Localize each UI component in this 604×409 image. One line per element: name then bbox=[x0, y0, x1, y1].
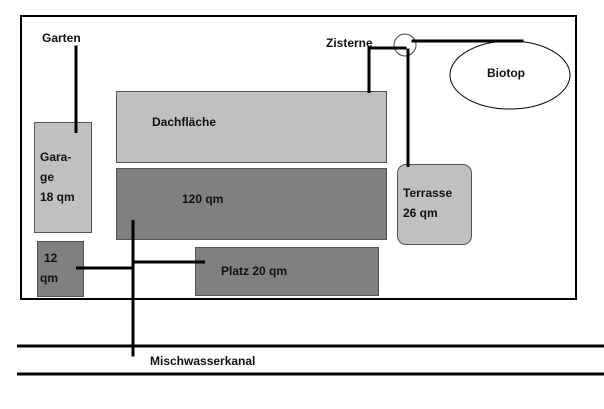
label-yard: Platz 20 qm bbox=[221, 264, 288, 278]
small-paved-area bbox=[37, 241, 84, 297]
cistern-tank bbox=[393, 33, 417, 57]
terrace-area bbox=[397, 164, 472, 245]
label-small-2: qm bbox=[40, 271, 58, 285]
garage-area bbox=[34, 122, 92, 233]
label-garage-area: 18 qm bbox=[40, 190, 75, 204]
label-terrace: Terrasse bbox=[403, 186, 453, 200]
roof-area-lower bbox=[116, 168, 387, 240]
label-biotope: Biotop bbox=[487, 66, 525, 80]
label-roof: Dachfläche bbox=[152, 115, 217, 129]
property-boundary bbox=[20, 15, 577, 300]
label-garage-1: Gara- bbox=[40, 150, 72, 164]
label-cistern: Zisterne bbox=[326, 36, 373, 50]
label-garden: Garten bbox=[42, 31, 81, 45]
label-sewer: Mischwasserkanal bbox=[150, 354, 256, 368]
label-garage-2: ge bbox=[40, 170, 55, 184]
yard-area bbox=[195, 247, 379, 296]
roof-area bbox=[116, 91, 387, 163]
label-terrace-area: 26 qm bbox=[403, 206, 438, 220]
pipe-roof-cistern bbox=[367, 46, 407, 93]
label-roof-area: 120 qm bbox=[182, 192, 224, 206]
label-small-1: 12 bbox=[44, 251, 58, 265]
